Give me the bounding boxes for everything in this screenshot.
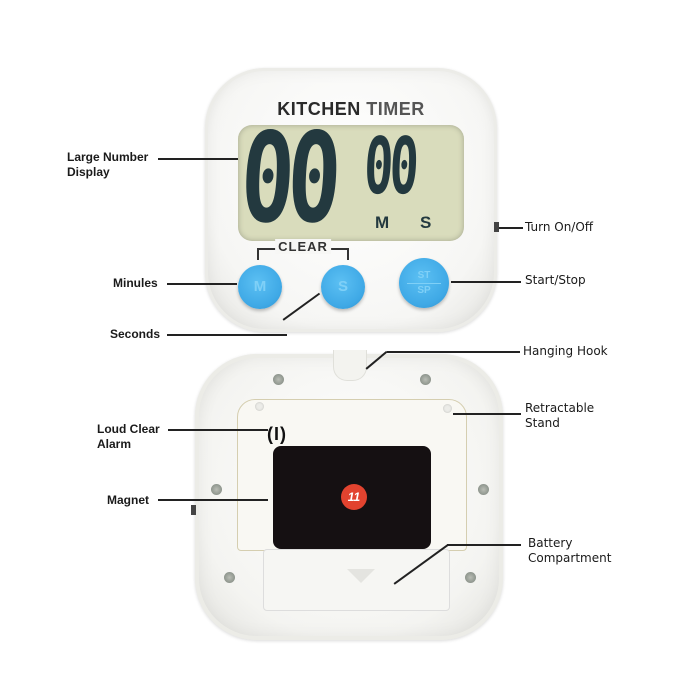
callout-text: Battery bbox=[528, 536, 573, 550]
side-clip bbox=[191, 505, 196, 515]
power-switch[interactable] bbox=[494, 222, 499, 232]
callout-start-stop: Start/Stop bbox=[525, 273, 586, 287]
speaker-icon: (I) bbox=[267, 424, 287, 444]
start-stop-divider bbox=[407, 283, 441, 284]
brand-title-timer: TIMER bbox=[366, 99, 425, 119]
leader-line bbox=[453, 413, 521, 415]
callout-seconds: Seconds bbox=[110, 327, 161, 341]
arrow-down-icon bbox=[347, 569, 375, 583]
timer-front: KITCHEN TIMER 00 00 M S CLEAR M S ST SP bbox=[205, 68, 497, 332]
seconds-button[interactable]: S bbox=[321, 265, 365, 309]
stand-knob bbox=[443, 404, 452, 413]
callout-battery-compartment: Battery Compartment bbox=[528, 536, 611, 566]
clear-bracket: CLEAR bbox=[257, 239, 349, 260]
leader-line bbox=[167, 283, 237, 285]
callout-loud-clear-alarm: Loud Clear Alarm bbox=[97, 422, 160, 452]
brand-title: KITCHEN TIMER bbox=[205, 99, 497, 120]
minutes-digits: 00 bbox=[237, 107, 338, 251]
callout-hanging-hook: Hanging Hook bbox=[523, 344, 608, 358]
leader-line bbox=[499, 227, 523, 229]
seconds-button-label: S bbox=[337, 278, 348, 295]
leader-line bbox=[451, 281, 521, 283]
screw-icon bbox=[420, 374, 431, 385]
seconds-digits: 00 bbox=[362, 122, 418, 212]
start-stop-label-top: ST bbox=[417, 270, 431, 281]
callout-text: Display bbox=[67, 165, 110, 179]
leader-line bbox=[158, 158, 238, 160]
callout-retractable-stand: Retractable Stand bbox=[525, 401, 594, 431]
callout-large-number-display: Large Number Display bbox=[67, 150, 148, 180]
callout-magnet: Magnet bbox=[107, 493, 149, 507]
leader-line bbox=[158, 499, 268, 501]
screw-icon bbox=[211, 484, 222, 495]
screw-icon bbox=[273, 374, 284, 385]
lcd-display: 00 00 M S bbox=[237, 107, 464, 251]
start-stop-label-bottom: SP bbox=[417, 285, 431, 296]
callout-text: Loud Clear bbox=[97, 422, 160, 436]
minutes-button-label: M bbox=[253, 278, 267, 295]
hanging-hook bbox=[333, 350, 367, 381]
callout-text: Retractable bbox=[525, 401, 595, 415]
brand-title-kitchen: KITCHEN bbox=[277, 99, 361, 119]
screw-icon bbox=[478, 484, 489, 495]
callout-text: Alarm bbox=[97, 437, 132, 451]
leader-line bbox=[447, 544, 521, 546]
callout-minutes: Minules bbox=[113, 276, 158, 290]
minutes-unit: M bbox=[375, 213, 390, 232]
seconds-unit: S bbox=[420, 213, 432, 232]
callout-text: Stand bbox=[525, 416, 560, 430]
logo-sticker: 11 bbox=[341, 484, 367, 510]
callout-text: Large Number bbox=[67, 150, 149, 164]
callout-text: Compartment bbox=[528, 551, 612, 565]
timer-back: (I) 11 bbox=[195, 350, 503, 640]
callout-turn-on-off: Turn On/Off bbox=[525, 220, 594, 234]
screw-icon bbox=[224, 572, 235, 583]
clear-label: CLEAR bbox=[275, 239, 331, 254]
leader-line bbox=[387, 351, 520, 353]
start-stop-button[interactable]: ST SP bbox=[399, 258, 449, 308]
leader-line bbox=[168, 429, 268, 431]
leader-line bbox=[167, 334, 287, 336]
minutes-button[interactable]: M bbox=[238, 265, 282, 309]
stand-knob bbox=[255, 402, 264, 411]
screw-icon bbox=[465, 572, 476, 583]
